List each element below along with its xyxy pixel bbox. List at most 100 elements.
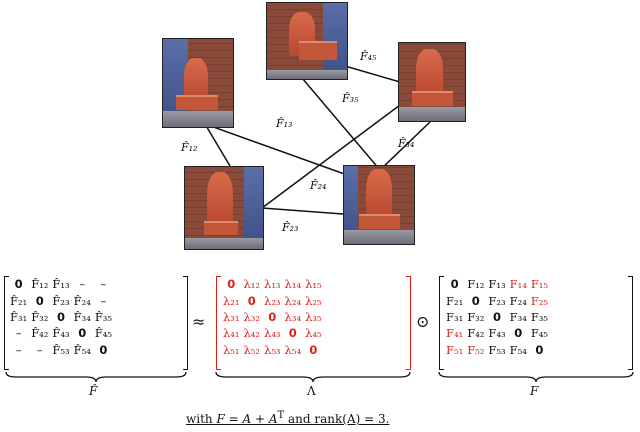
matrix-cell: λ₃₂ bbox=[243, 309, 261, 324]
matrix-cell: F̂₅₃ bbox=[52, 342, 70, 357]
matrix-cell: F̂₂₃ bbox=[52, 293, 70, 308]
edge-1-3 bbox=[204, 123, 351, 177]
matrix-cell: F₂₅ bbox=[530, 293, 549, 308]
matrix-cell: F₄₁ bbox=[446, 326, 464, 341]
matrix-cell: 0 bbox=[99, 342, 108, 357]
caption-eq1: F = A + A bbox=[216, 412, 278, 426]
matrix-cell: F₁₃ bbox=[488, 277, 506, 292]
matrix-cell: λ₂₃ bbox=[264, 293, 281, 308]
matrix-cell: F₅₄ bbox=[509, 342, 527, 357]
matrix-cell: F₃₄ bbox=[509, 309, 527, 324]
matrix-cell: F₂₄ bbox=[509, 293, 527, 308]
matrix-cell: F̂₂₄ bbox=[73, 293, 91, 308]
matrix-cell: 0 bbox=[288, 326, 297, 341]
matrix-lambda-underbrace bbox=[215, 371, 411, 383]
matrix-cell: 0 bbox=[309, 342, 318, 357]
matrix-cell: F₄₅ bbox=[530, 326, 549, 341]
matrix-cell: 0 bbox=[471, 293, 480, 308]
matrix-cell: F̂₄₃ bbox=[52, 326, 70, 341]
matrix-cell: λ₁₄ bbox=[284, 277, 302, 292]
matrix-cell: 0 bbox=[514, 326, 523, 341]
caption-sup: T bbox=[277, 410, 285, 421]
matrix-cell: 0 bbox=[78, 326, 87, 341]
matrix-cell: F₅₃ bbox=[488, 342, 506, 357]
edge-4-5 bbox=[337, 63, 401, 83]
matrix-cell: – bbox=[36, 342, 43, 357]
matrix-cell: λ₂₁ bbox=[223, 293, 240, 308]
matrix-cell: F₃₁ bbox=[446, 309, 464, 324]
edge-label-f35: F̂₃₅ bbox=[342, 92, 359, 105]
matrix-fhat-right-bracket bbox=[183, 276, 188, 370]
caption-mid: and rank(A) = 3. bbox=[284, 412, 390, 426]
matrix-cell: F̂₃₁ bbox=[10, 309, 28, 324]
matrix-cell: λ₂₄ bbox=[284, 293, 302, 308]
matrix-cell: λ₅₃ bbox=[264, 342, 281, 357]
caption-prefix: with bbox=[186, 412, 217, 426]
matrix-fhat-label: F̂ bbox=[89, 384, 98, 398]
matrix-cell: λ₁₂ bbox=[243, 277, 261, 292]
matrix-cell: F₁₄ bbox=[509, 277, 527, 292]
matrix-cell: F₅₂ bbox=[467, 342, 485, 357]
edge-label-f24: F̂₂₄ bbox=[310, 179, 327, 192]
matrix-fhat-underbrace bbox=[5, 371, 187, 383]
matrix-f-right-bracket bbox=[628, 276, 633, 370]
edge-label-f23: F̂₂₃ bbox=[282, 221, 299, 234]
matrix-f-underbrace bbox=[438, 371, 634, 383]
matrix-cell: λ₅₂ bbox=[243, 342, 261, 357]
image-view-1 bbox=[162, 38, 234, 128]
matrix-cell: F₂₃ bbox=[488, 293, 506, 308]
matrix-cell: F̂₄₅ bbox=[94, 326, 113, 341]
matrix-cell: λ₄₂ bbox=[243, 326, 261, 341]
matrix-cell: – bbox=[15, 326, 22, 341]
matrix-cell: – bbox=[100, 293, 107, 308]
matrix-cell: 0 bbox=[14, 277, 23, 292]
matrix-cell: – bbox=[100, 277, 107, 292]
matrix-cell: λ₄₅ bbox=[305, 326, 322, 341]
matrix-cell: F₅₁ bbox=[446, 342, 464, 357]
matrix-lambda-label: Λ bbox=[307, 384, 316, 398]
matrix-cell: F̂₅₄ bbox=[73, 342, 91, 357]
matrix-cell: F̂₂₁ bbox=[10, 293, 28, 308]
matrix-cell: 0 bbox=[493, 309, 502, 324]
matrix-cell: λ₄₁ bbox=[223, 326, 240, 341]
matrix-f-label: F bbox=[530, 384, 539, 398]
matrix-cell: 0 bbox=[268, 309, 277, 324]
matrix-cell: 0 bbox=[247, 293, 256, 308]
matrix-cell: λ₃₅ bbox=[305, 309, 322, 324]
matrix-cell: – bbox=[79, 277, 86, 292]
matrix-cell: – bbox=[15, 342, 22, 357]
matrix-cell: F̂₄₂ bbox=[31, 326, 49, 341]
edge-label-f12: F̂₁₂ bbox=[181, 141, 198, 154]
matrix-cell: 0 bbox=[535, 342, 544, 357]
matrix-f-left-bracket bbox=[439, 276, 444, 370]
rank-constraint-caption: with F = A + AT and rank(A) = 3. bbox=[186, 410, 389, 426]
matrix-cell: F₄₃ bbox=[488, 326, 506, 341]
edge-1-2 bbox=[204, 123, 231, 167]
matrix-cell: 0 bbox=[227, 277, 236, 292]
edge-label-f13: F̂₁₃ bbox=[276, 117, 293, 130]
view-graph-edges bbox=[204, 63, 431, 215]
matrix-cell: λ₄₃ bbox=[264, 326, 281, 341]
matrix-cell: F̂₁₂ bbox=[31, 277, 49, 292]
matrix-cell: F̂₃₂ bbox=[31, 309, 49, 324]
hadamard-symbol: ⊙ bbox=[416, 312, 430, 331]
edge-2-3 bbox=[261, 207, 344, 215]
image-view-5 bbox=[266, 2, 348, 80]
matrix-cell: F̂₁₃ bbox=[52, 277, 70, 292]
edge-3-4 bbox=[379, 121, 431, 171]
